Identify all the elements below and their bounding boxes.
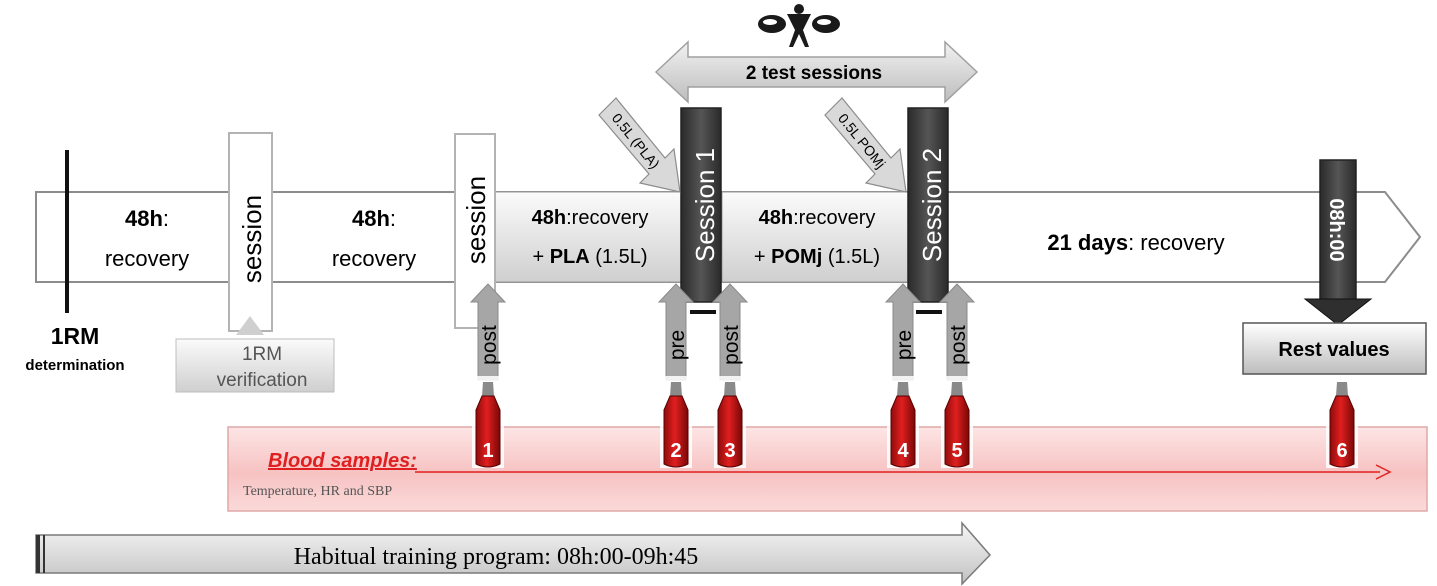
athlete-icon <box>758 4 840 47</box>
tube-cap <box>951 382 963 396</box>
blood-tube-icon <box>475 395 501 468</box>
pre-session-label: session <box>461 176 491 264</box>
sample-number: 5 <box>951 440 962 462</box>
blood-timeline-arrowhead <box>1375 464 1392 480</box>
tube-cap <box>724 382 736 396</box>
rest-time-arrow: 08h:00 <box>1303 159 1373 326</box>
blood-tube-icon <box>717 395 743 468</box>
sample-marker: post 5 <box>938 283 976 468</box>
drink-arrow-session2: 0.5L POMj <box>824 97 907 193</box>
sample-arrow <box>938 283 976 381</box>
session1-label: Session 1 <box>690 148 720 262</box>
sample-arrow <box>884 283 922 381</box>
session1-bar <box>680 107 722 303</box>
blood-panel-subtitle: Temperature, HR and SBP <box>243 484 392 499</box>
sample-arrow <box>469 283 507 381</box>
recovery-box-pla <box>494 191 682 283</box>
session2-label: Session 2 <box>917 148 947 262</box>
phase3-line1: 48h:recovery <box>532 207 649 229</box>
phase3-line2: + PLA (1.5L) <box>532 246 647 268</box>
tube-cap <box>897 382 909 396</box>
drink-label-session1: 0.5L (PLA) <box>609 110 663 172</box>
verification-up-arrow <box>236 316 264 335</box>
sample-markers: post 1 pre 2 post 3 pre 4 post 5 6 <box>469 283 1358 468</box>
sample-marker: pre 2 <box>657 283 695 468</box>
drink-arrow-session1: 0.5L (PLA) <box>598 97 681 193</box>
verification-box-line2: verification <box>217 370 308 391</box>
training-label: Habitual training program: 08h:00-09h:45 <box>294 544 699 570</box>
blood-panel-title: Blood samples: <box>268 450 417 472</box>
sample-number: 2 <box>670 440 681 462</box>
rm-determination-title: 1RM <box>51 323 100 349</box>
rest-values-label: Rest values <box>1278 339 1389 361</box>
blood-tube-icon <box>663 395 689 468</box>
phase1-duration: 48h: <box>125 206 169 231</box>
test-sessions-label: 2 test sessions <box>746 63 882 84</box>
rm-determination-subtitle: determination <box>25 357 124 374</box>
blood-tube-icon <box>890 395 916 468</box>
session2-bar <box>907 107 949 303</box>
blood-panel <box>227 426 1428 512</box>
verification-session-label: session <box>237 195 267 283</box>
sample-marker: pre 4 <box>884 283 922 468</box>
sample-label: post <box>947 325 970 365</box>
drink-label-session2: 0.5L POMj <box>835 110 889 171</box>
tube-cap <box>1336 382 1348 396</box>
sample-number: 6 <box>1336 440 1347 462</box>
sample-arrow <box>657 283 695 381</box>
rest-time-label: 08h:00 <box>1325 198 1347 261</box>
phase5-label: 21 days: recovery <box>1047 230 1224 255</box>
phase1-label: recovery <box>105 246 189 271</box>
sample-label: post <box>720 325 743 365</box>
sample-number: 1 <box>482 440 493 462</box>
sample-marker: 6 <box>1326 376 1358 468</box>
sample-arrow <box>711 283 749 381</box>
sample-label: post <box>478 325 501 365</box>
training-arrow: Habitual training program: 08h:00-09h:45 <box>35 521 992 586</box>
rest-values-box <box>1242 322 1427 375</box>
phase4-line1: 48h:recovery <box>759 207 876 229</box>
phase2-duration: 48h: <box>352 206 396 231</box>
test-sessions-arrow <box>654 40 979 104</box>
tube-cap <box>482 382 494 396</box>
verification-box <box>175 338 335 393</box>
sample-label: pre <box>893 330 916 360</box>
sample-marker: post 3 <box>711 283 749 468</box>
sample-number: 3 <box>724 440 735 462</box>
verification-session-box <box>228 132 273 332</box>
sample-number: 4 <box>897 440 909 462</box>
tube-cap <box>670 382 682 396</box>
recovery-box-pomj <box>721 191 909 283</box>
phase2-label: recovery <box>332 246 416 271</box>
verification-box-line1: 1RM <box>242 344 282 365</box>
sample-label: pre <box>666 330 689 360</box>
phase4-line2: + POMj (1.5L) <box>754 246 880 268</box>
blood-tube-icon <box>1329 395 1355 468</box>
blood-tube-icon <box>944 395 970 468</box>
sample-marker: post 1 <box>469 283 507 468</box>
